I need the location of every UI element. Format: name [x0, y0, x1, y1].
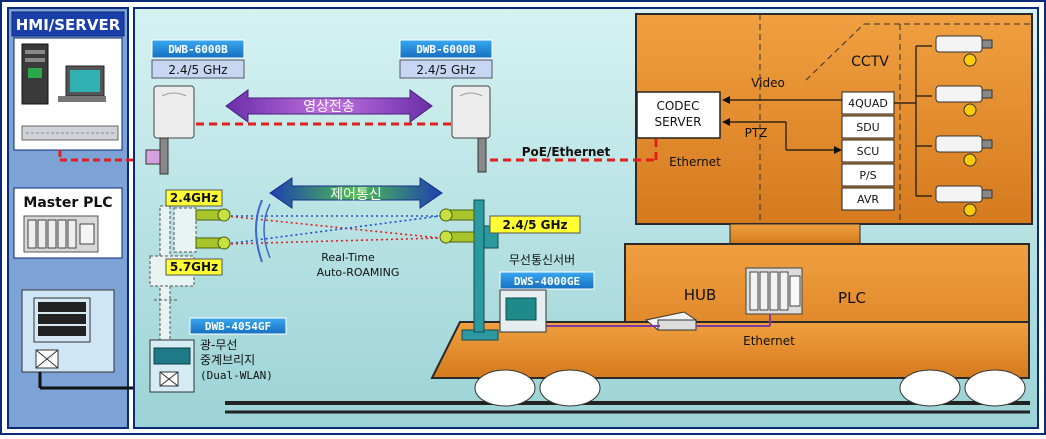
vehicle-wheels: [474, 369, 1026, 407]
video-transfer-arrow: [225, 89, 433, 123]
ptz-label: PTZ: [745, 126, 768, 140]
vehicle-body: [430, 243, 1030, 379]
ap-right-model: DWB-6000B: [416, 43, 476, 56]
roaming-curve: [255, 199, 263, 263]
master-plc-icon: [23, 215, 99, 253]
cctv-camera-icon: [935, 135, 993, 167]
hub-label: HUB: [684, 286, 717, 304]
bridge-model: DWB-4054GF: [205, 320, 271, 333]
unit-scu: SCU: [857, 145, 880, 158]
ap-right-freq: 2.4/5 GHz: [416, 63, 475, 77]
freq-57-badge: [165, 258, 223, 276]
codec-line2: SERVER: [654, 115, 701, 129]
ap-right-freq-badge: [399, 59, 493, 79]
bridge-desc-line3: (Dual-WLAN): [200, 369, 273, 382]
realtime-line1: Real-Time: [321, 251, 375, 264]
vehicle-coupler: [729, 223, 861, 245]
ap-left-freq-badge: [151, 59, 245, 79]
master-plc-label: Master PLC: [23, 195, 112, 211]
codec-server-box: [636, 91, 721, 139]
access-point-left-icon: [145, 85, 195, 175]
server-model-label: DWS-4000GE: [514, 275, 580, 288]
codec-line1: CODEC: [656, 99, 699, 113]
unit-ps: P/S: [859, 169, 876, 182]
cctv-camera-icon: [935, 35, 993, 67]
unit-sdu: SDU: [856, 121, 880, 134]
wireless-server-icon: [499, 289, 547, 333]
cctv-ethernet-label: Ethernet: [669, 155, 721, 169]
cctv-camera-icon: [935, 85, 993, 117]
bridge-model-badge: [189, 317, 287, 335]
control-comm-label: 제어통신: [330, 187, 382, 203]
freq-24-badge: [165, 189, 223, 207]
track-rails: [225, 401, 1030, 414]
vehicle-plc-label: PLC: [838, 289, 866, 307]
video-transfer-label: 영상전송: [303, 99, 355, 115]
cctv-title: CCTV: [851, 54, 889, 70]
unit-avr: AVR: [857, 193, 879, 206]
hmi-title: HMI/SERVER: [16, 16, 121, 34]
mobile-freq-label: 2.4/5 GHz: [502, 218, 567, 232]
left-panel: HMI/SERVER Master PLC: [7, 7, 150, 429]
freq-24-label: 2.4GHz: [170, 191, 218, 205]
server-computer-icon: [21, 43, 119, 141]
vehicle-ethernet-label: Ethernet: [743, 334, 795, 348]
freq-57-label: 5.7GHz: [170, 260, 218, 274]
vehicle-plc-icon: [745, 267, 803, 315]
mobile-antenna-mast: [439, 199, 499, 341]
ap-left-model: DWB-6000B: [168, 43, 228, 56]
bridge-desc-line2: 중계브리지: [200, 353, 255, 367]
camera-links: [894, 45, 932, 197]
cctv-unit-stack: 4QUAD SDU SCU P/S AVR: [841, 91, 895, 211]
video-label: Video: [751, 76, 785, 90]
ap-left-freq: 2.4/5 GHz: [168, 63, 227, 77]
cctv-camera-icon: [935, 185, 993, 217]
server-model-badge: [499, 271, 595, 290]
switch-cabinet-icon: [21, 289, 115, 373]
server-desc-label: 무선통신서버: [509, 253, 575, 267]
control-comm-arrow: [269, 177, 443, 209]
unit-4quad: 4QUAD: [848, 97, 888, 110]
ap-left-model-badge: [151, 39, 245, 59]
access-point-right-icon: [451, 85, 491, 173]
poe-label: PoE/Ethernet: [522, 145, 611, 159]
wireless-dotted-links: [225, 215, 441, 245]
mobile-freq-badge: [489, 215, 581, 234]
bridge-desc-line1: 광-무선: [200, 338, 237, 352]
realtime-line2: Auto-ROAMING: [317, 266, 400, 279]
ap-right-model-badge: [399, 39, 493, 59]
bridge-device-icon: [149, 339, 195, 393]
